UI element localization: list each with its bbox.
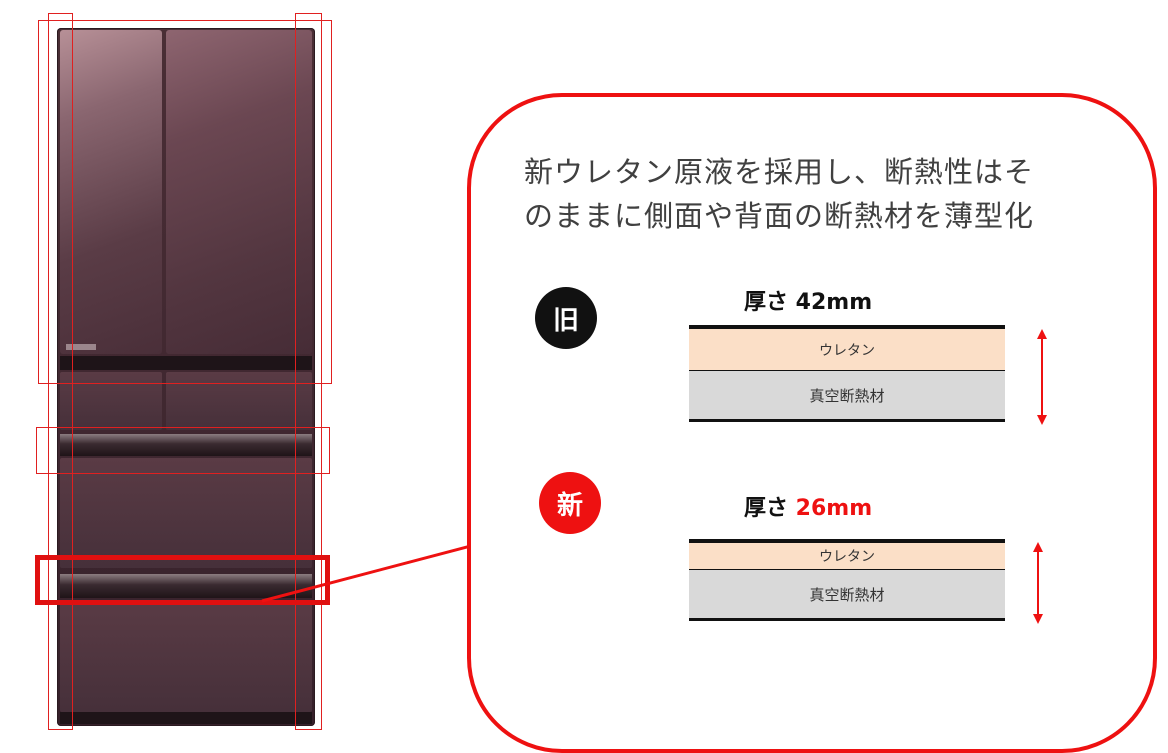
old-thickness-prefix: 厚さ: [744, 290, 796, 315]
highlight-door-area: [38, 20, 332, 384]
drawer-left: [60, 372, 162, 430]
highlight-drawer-band: [36, 427, 330, 474]
drawer-handle: [60, 574, 312, 598]
highlight-right-side: [295, 13, 322, 730]
brand-logo: [66, 344, 96, 350]
drawer-handle: [60, 434, 312, 456]
new-thickness-arrow: [1033, 542, 1043, 624]
old-thickness-label: 厚さ 42mm: [744, 284, 872, 316]
new-thickness-value: 26mm: [795, 496, 873, 521]
new-thickness-label: 厚さ 26mm: [744, 490, 872, 522]
old-thickness-value: 42mm: [795, 290, 873, 315]
fridge-door-left: [60, 30, 162, 354]
old-thickness-arrow: [1037, 329, 1047, 425]
old-vacuum-layer: 真空断熱材: [689, 370, 1005, 419]
headline: 新ウレタン原液を採用し、断熱性はそ のままに側面や背面の断熱材を薄型化: [524, 150, 1124, 238]
highlight-left-side: [48, 13, 73, 730]
fridge-door-right: [166, 30, 312, 354]
new-thickness-prefix: 厚さ: [744, 496, 796, 521]
highlight-drawer-focus: [35, 555, 330, 605]
drawer-bottom: [60, 600, 312, 712]
divider: [60, 356, 312, 370]
old-badge: 旧: [535, 287, 597, 349]
new-badge: 新: [539, 472, 601, 534]
old-urethane-layer: ウレタン: [689, 329, 1005, 370]
base: [60, 712, 312, 724]
new-layer-stack: ウレタン 真空断熱材: [689, 539, 1005, 621]
new-urethane-layer: ウレタン: [689, 543, 1005, 569]
old-layer-stack: ウレタン 真空断熱材: [689, 325, 1005, 422]
headline-line-1: 新ウレタン原液を採用し、断熱性はそ: [524, 155, 1035, 189]
new-badge-label: 新: [556, 490, 583, 521]
headline-line-2: のままに側面や背面の断熱材を薄型化: [524, 199, 1035, 233]
old-badge-label: 旧: [552, 305, 579, 336]
new-vacuum-layer: 真空断熱材: [689, 569, 1005, 618]
drawer-right: [166, 372, 312, 430]
drawer-middle: [60, 458, 312, 568]
